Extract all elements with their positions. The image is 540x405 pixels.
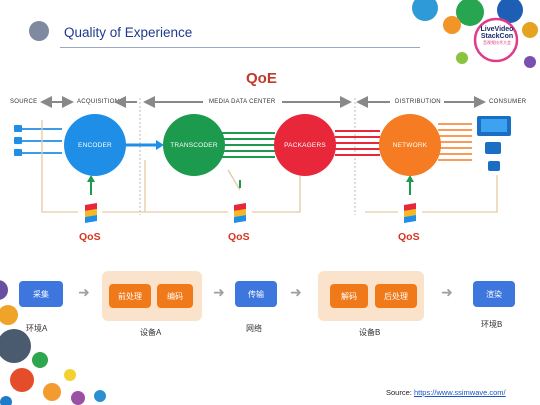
title-divider bbox=[60, 47, 420, 48]
postprocess-box: 后处理 bbox=[375, 284, 417, 308]
qos-label-distribution: QoS bbox=[398, 231, 420, 243]
env-a-label: 环境A bbox=[26, 324, 48, 333]
source-link[interactable]: https://www.ssimwave.com/ bbox=[413, 388, 506, 397]
encoder-node: ENCODER bbox=[64, 114, 126, 176]
encode-box: 编码 bbox=[157, 284, 193, 308]
probe-icon bbox=[404, 203, 416, 223]
stage-acquisition: ACQUISITION bbox=[77, 99, 120, 105]
network-node: NETWORK bbox=[379, 114, 441, 176]
stage-media-data-center: MEDIA DATA CENTER bbox=[209, 99, 276, 105]
device-b-label: 设备B bbox=[359, 328, 381, 337]
tablet-icon bbox=[485, 142, 501, 154]
preprocess-box: 前处理 bbox=[109, 284, 151, 308]
pipeline-diagram bbox=[14, 96, 511, 215]
device-a-label: 设备A bbox=[140, 328, 162, 337]
stage-distribution: DISTRIBUTION bbox=[395, 99, 441, 105]
transport-box: 传输 bbox=[235, 281, 277, 307]
phone-icon bbox=[488, 161, 500, 171]
stage-consumer: CONSUMER bbox=[489, 99, 527, 105]
logo-line3: 音视频技术大会 bbox=[483, 40, 511, 45]
qos-label-acquisition: QoS bbox=[79, 231, 101, 243]
logo-line2: StackCon bbox=[480, 33, 514, 40]
env-b-label: 环境B bbox=[481, 320, 503, 329]
event-logo: LiveVideo StackCon 音视频技术大会 bbox=[476, 26, 518, 45]
capture-box: 采集 bbox=[19, 281, 63, 307]
stage-source: SOURCE bbox=[10, 99, 38, 105]
logo-line1: LiveVideo bbox=[480, 26, 514, 33]
source-footer: Source: https://www.ssimwave.com/ bbox=[386, 388, 506, 397]
transcoder-node: TRANSCODER bbox=[163, 114, 225, 176]
probe-icon bbox=[85, 203, 97, 223]
header-bullet bbox=[29, 21, 49, 41]
arrow-right-icon: ➜ bbox=[78, 284, 90, 300]
arrow-right-icon: ➜ bbox=[213, 284, 225, 300]
arrow-right-icon: ➜ bbox=[441, 284, 453, 300]
page-title: Quality of Experience bbox=[64, 25, 193, 40]
decode-box: 解码 bbox=[330, 284, 368, 308]
source-label: Source: bbox=[386, 388, 414, 397]
qos-label-datacenter: QoS bbox=[228, 231, 250, 243]
packagers-node: PACKAGERS bbox=[274, 114, 336, 176]
qoe-label: QoE bbox=[246, 70, 277, 87]
network-label: 网络 bbox=[246, 324, 262, 333]
arrow-right-icon: ➜ bbox=[290, 284, 302, 300]
render-box: 渲染 bbox=[473, 281, 515, 307]
probe-icon bbox=[234, 203, 246, 223]
